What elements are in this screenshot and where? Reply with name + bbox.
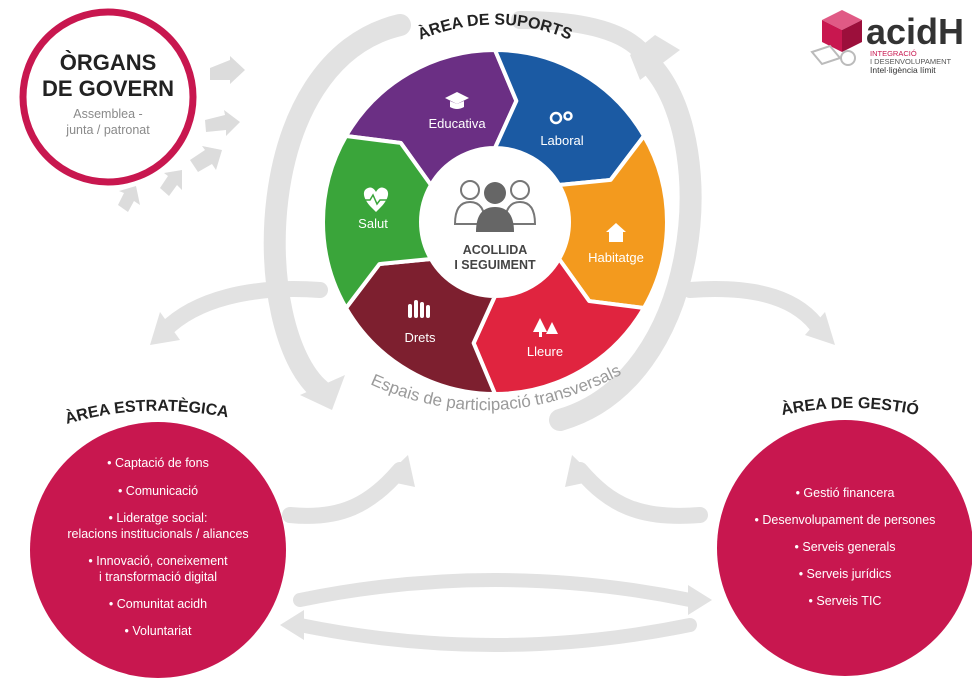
heart-pulse-icon bbox=[363, 187, 389, 212]
strategic-item: • Comunitat acidh bbox=[109, 597, 207, 611]
logo-line3: Intel·ligència límit bbox=[870, 65, 936, 75]
management-item: • Serveis generals bbox=[795, 540, 896, 554]
to-strategic-arrow bbox=[157, 281, 328, 338]
management-item: • Gestió financera bbox=[796, 486, 895, 500]
governance-circle bbox=[19, 8, 197, 186]
bottom-left-arrow bbox=[293, 618, 697, 652]
management-circle bbox=[717, 420, 972, 676]
strategic-group: • Captació de fons • Comunicació • Lider… bbox=[30, 422, 286, 678]
segment-label-salut: Salut bbox=[358, 216, 388, 231]
governance-title-2: DE GOVERN bbox=[42, 76, 174, 101]
strategic-item: i transformació digital bbox=[99, 570, 217, 584]
trees-icon bbox=[533, 318, 558, 337]
strategic-item: • Captació de fons bbox=[107, 456, 209, 470]
logo-line2: I DESENVOLUPAMENT bbox=[870, 57, 952, 66]
segment-label-lleure: Lleure bbox=[527, 344, 563, 359]
segment-salut: Salut bbox=[358, 187, 388, 231]
management-group: • Gestió financera • Desenvolupament de … bbox=[717, 420, 972, 676]
graduation-cap-icon bbox=[445, 92, 469, 109]
strategic-item: • Innovació, coneixement bbox=[88, 554, 228, 568]
segment-drets: Drets bbox=[404, 300, 436, 345]
house-icon bbox=[606, 223, 626, 242]
segment-labels: Educativa Laboral Habitatge Lleure bbox=[358, 92, 644, 359]
management-item: • Serveis jurídics bbox=[799, 567, 892, 581]
management-title: ÀREA DE GESTIÓ bbox=[779, 395, 920, 419]
strategic-item: • Comunicació bbox=[118, 484, 198, 498]
right-outer-arrow bbox=[549, 59, 702, 431]
arrow-heads bbox=[150, 35, 835, 640]
governance-title-1: ÒRGANS bbox=[60, 50, 157, 75]
people-icon bbox=[453, 180, 537, 232]
raised-hands-icon bbox=[408, 300, 430, 318]
strategic-item: • Lideratge social: bbox=[109, 511, 208, 525]
wheel-segment-salut bbox=[321, 134, 433, 310]
governance-group: ÒRGANS DE GOVERN Assemblea - junta / pat… bbox=[19, 8, 197, 186]
segment-label-laboral: Laboral bbox=[540, 133, 583, 148]
top-right-arrow bbox=[511, 11, 649, 59]
logo-name: acidH bbox=[866, 11, 964, 52]
segment-label-drets: Drets bbox=[404, 330, 436, 345]
segment-habitatge: Habitatge bbox=[588, 223, 644, 265]
strategic-item: • Voluntariat bbox=[125, 624, 192, 638]
management-item: • Desenvolupament de persones bbox=[755, 513, 936, 527]
segment-laboral: Laboral bbox=[540, 111, 584, 148]
management-item: • Serveis TIC bbox=[809, 594, 882, 608]
strategic-item: relacions institucionals / aliances bbox=[67, 527, 248, 541]
management-up-arrow bbox=[572, 462, 708, 524]
left-outer-arrow bbox=[263, 14, 411, 401]
gears-icon bbox=[549, 111, 573, 125]
cycle-arrows bbox=[157, 11, 828, 652]
center-title-2: I SEGUIMENT bbox=[454, 258, 536, 272]
to-management-arrow bbox=[682, 281, 828, 338]
governance-sub-1: Assemblea - bbox=[73, 107, 142, 121]
segment-lleure: Lleure bbox=[527, 318, 563, 359]
governance-arrows bbox=[118, 56, 245, 212]
center-hub: ACOLLIDA I SEGUIMENT bbox=[423, 150, 567, 294]
support-wheel bbox=[321, 48, 669, 396]
acidh-logo: acidH INTEGRACIÓ I DESENVOLUPAMENT Intel… bbox=[810, 10, 964, 75]
segment-educativa: Educativa bbox=[428, 92, 486, 131]
strategic-circle bbox=[30, 422, 286, 678]
segment-label-habitatge: Habitatge bbox=[588, 250, 644, 265]
center-title-1: ACOLLIDA bbox=[463, 243, 528, 257]
bottom-right-arrow bbox=[293, 573, 697, 607]
logo-cube-icon bbox=[810, 10, 862, 66]
segment-label-educativa: Educativa bbox=[428, 116, 486, 131]
logo-line1: INTEGRACIÓ bbox=[870, 49, 917, 58]
governance-sub-2: junta / patronat bbox=[65, 123, 150, 137]
strategic-up-arrow bbox=[282, 462, 408, 524]
